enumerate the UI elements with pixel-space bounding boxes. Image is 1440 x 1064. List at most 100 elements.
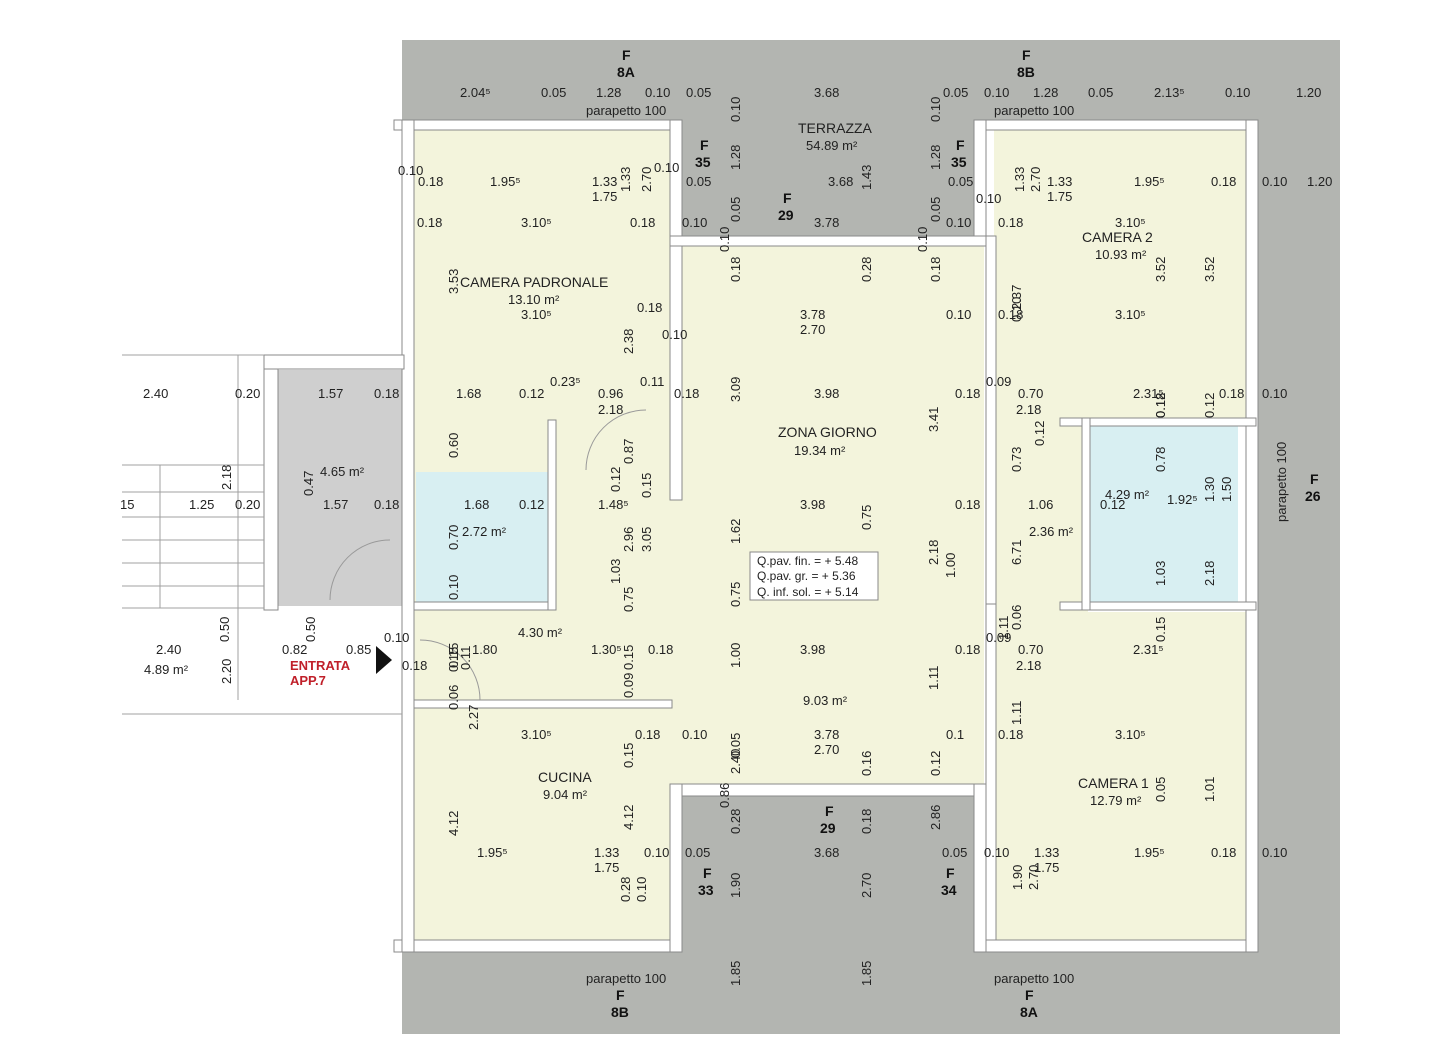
- dimension-label: 1.11: [926, 666, 941, 690]
- dimension-label: 0.60: [446, 433, 461, 458]
- room-area: 19.34 m²: [794, 443, 846, 458]
- section-ref-letter: F: [616, 987, 625, 1003]
- dimension-label: 1.03: [608, 559, 623, 584]
- dimension-label: 0.10: [662, 327, 687, 342]
- stairwell: [278, 370, 402, 606]
- dimension-label: 0.18: [635, 727, 660, 742]
- dimension-label: 0.18: [1153, 393, 1168, 418]
- dimension-label: 3.78: [814, 727, 839, 742]
- dimension-label: 0.05: [948, 174, 973, 189]
- level-rough-floor: Q.pav. gr. = + 5.36: [757, 569, 856, 583]
- dimension-label: 2.18: [1016, 658, 1041, 673]
- dimension-label: 1.25: [189, 497, 214, 512]
- dimension-label: 0.16: [859, 751, 874, 776]
- room-cucina: [412, 702, 670, 940]
- room-hall-right: [994, 420, 1088, 612]
- dimension-label: 1.43: [859, 165, 874, 190]
- dimension-label: 0.73: [1009, 447, 1024, 472]
- dimension-label: 3.53: [446, 269, 461, 294]
- dimension-label: 0.05: [541, 85, 566, 100]
- dimension-label: 0.18: [374, 386, 399, 401]
- dimension-label: 1.80: [472, 642, 497, 657]
- dimension-label: 2.40: [728, 749, 743, 774]
- dimension-label: 1.33: [1034, 845, 1059, 860]
- dimension-label: 1.28: [928, 145, 943, 170]
- section-ref-number: 29: [778, 207, 794, 223]
- dimension-label: 0.10: [1009, 297, 1024, 322]
- dimension-label: 0.18: [1219, 386, 1244, 401]
- dimension-label: 0.18: [637, 300, 662, 315]
- dimension-label: 0.10: [634, 877, 649, 902]
- dimension-label: 0.18: [998, 307, 1023, 322]
- dimension-label: 2.18: [1202, 561, 1217, 586]
- dimension-label: 0.70: [1018, 642, 1043, 657]
- dimension-label: 1.95⁵: [477, 845, 508, 860]
- dimension-label: 0.50: [217, 617, 232, 642]
- dimension-label: 1.90: [1010, 865, 1025, 890]
- dimension-label: 0.10: [645, 85, 670, 100]
- dimension-label: 0.20: [235, 497, 260, 512]
- dimension-label: 3.52: [1153, 257, 1168, 282]
- dimension-label: 0.05: [728, 197, 743, 222]
- dimension-label: 2.38: [621, 329, 636, 354]
- dimensions: 2.04⁵ 0.05 1.28 0.10 0.05 3.68 0.05 0.10 1.28 0.0…: [120, 85, 1332, 986]
- terrace-top: [402, 40, 1340, 128]
- level-finished-floor: Q.pav. fin. = + 5.48: [757, 554, 859, 568]
- dimension-label: 1.92⁵: [1167, 492, 1198, 507]
- parapet-label: parapetto 100: [994, 971, 1074, 986]
- dimension-label: 1.85: [859, 961, 874, 986]
- dimension-label: 0.18: [630, 215, 655, 230]
- section-ref-letter: F: [700, 137, 709, 153]
- bath-right: [1090, 426, 1238, 604]
- section-ref-number: 8A: [1020, 1004, 1038, 1020]
- entrance-label: ENTRATA: [290, 658, 351, 673]
- dimension-label: 0.05: [942, 845, 967, 860]
- area-label: 9.03 m²: [803, 693, 848, 708]
- dimension-label: 0.18: [998, 215, 1023, 230]
- dimension-label: 2.04⁵: [460, 85, 491, 100]
- dimension-label: 3.10⁵: [1115, 307, 1146, 322]
- dimension-label: 3.09: [728, 377, 743, 402]
- dimension-label: 0.09: [621, 673, 636, 698]
- levels-box: [749, 551, 879, 601]
- dimension-label: 2.18: [926, 540, 941, 565]
- parapet-label: parapetto 100: [586, 971, 666, 986]
- section-ref-number: 35: [951, 154, 967, 170]
- dimension-label: 0.12: [1100, 497, 1125, 512]
- dimension-label: 1.33: [1012, 167, 1027, 192]
- dimension-label: 2.20: [219, 659, 234, 684]
- dimension-label: 0.10: [915, 227, 930, 252]
- dimension-label: 3.68: [814, 845, 839, 860]
- dimension-label: 0.18: [928, 257, 943, 282]
- dimension-label: 3.78: [800, 307, 825, 322]
- section-ref-letter: F: [946, 865, 955, 881]
- dimension-label: 0.18: [648, 642, 673, 657]
- dimension-label: 0.10: [928, 97, 943, 122]
- dimension-label: 0.23⁵: [550, 374, 581, 389]
- dimension-label: 0.10: [1225, 85, 1250, 100]
- dimension-label: 2.40: [156, 642, 181, 657]
- dimension-label: 1.28: [596, 85, 621, 100]
- dimension-label: 1.03: [1153, 561, 1168, 586]
- dimension-label: 0.12: [608, 467, 623, 492]
- dimension-label: 2.27: [466, 705, 481, 730]
- door-swings: [329, 409, 647, 701]
- dimension-label: 0.18: [955, 497, 980, 512]
- dimension-label: 0.87: [621, 439, 636, 464]
- room-area: 10.93 m²: [1095, 247, 1147, 262]
- dimension-label: 1.30: [1202, 477, 1217, 502]
- dimension-label: 0.10: [644, 845, 669, 860]
- parapet-label: parapetto 100: [994, 103, 1074, 118]
- dimension-label: 3.10⁵: [521, 727, 552, 742]
- dimension-label: 0.28: [859, 257, 874, 282]
- dimension-label: 0.12: [928, 751, 943, 776]
- parapet-label: parapetto 100: [586, 103, 666, 118]
- dimension-label: 0.09: [986, 630, 1011, 645]
- dimension-label: 1.57: [323, 497, 348, 512]
- dimension-label: 2.31⁵: [1133, 642, 1164, 657]
- dimension-label: 3.98: [800, 497, 825, 512]
- dimension-label: 1.28: [1033, 85, 1058, 100]
- dimension-label: 0.96: [598, 386, 623, 401]
- dimension-label: 0.18: [1211, 845, 1236, 860]
